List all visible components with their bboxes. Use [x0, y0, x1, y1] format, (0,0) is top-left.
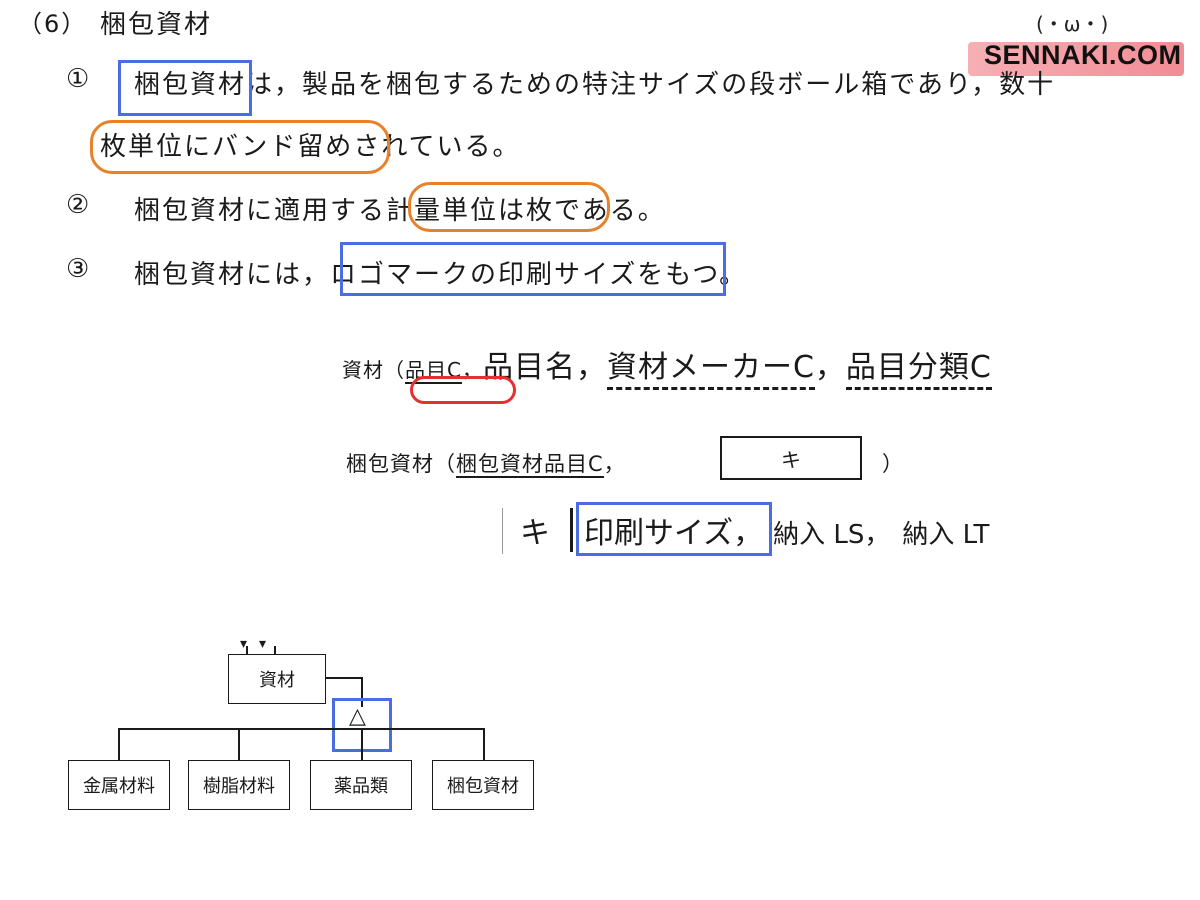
branch-2	[238, 728, 240, 760]
watermark-kaomoji: (・ω・)	[1036, 12, 1109, 36]
schema-shizai-name: 資材	[342, 358, 384, 382]
branch-1	[118, 728, 120, 760]
watermark-banner	[968, 42, 1184, 76]
branch-4	[483, 728, 485, 760]
arrow-stem-1	[246, 646, 248, 654]
schema-konpo: 梱包資材（梱包資材品目C，	[346, 448, 626, 478]
schema-shizai-open: （	[384, 358, 405, 382]
item1-line1: 梱包資材は，製品を梱包するための特注サイズの段ボール箱であり，数十	[134, 64, 1055, 101]
answer-print-size: 印刷サイズ，	[584, 516, 764, 551]
blank-ki-label: キ	[781, 447, 801, 472]
link-h	[326, 677, 362, 679]
entity-shizai: 資材	[228, 654, 326, 704]
highlight-item1-bundle	[90, 120, 390, 174]
highlight-answer-print-size	[576, 502, 772, 556]
answer-attrs: 印刷サイズ， 納入 LS， 納入 LT	[584, 508, 989, 552]
item3-logo-size: ロゴマークの印刷サイズを	[330, 260, 666, 290]
section-number: （6）	[18, 10, 88, 38]
answer-ls: 納入 LS，	[773, 520, 891, 550]
schema-shizai-attr3: 品目分類C	[845, 350, 992, 390]
schema-konpo-open: （	[434, 452, 456, 476]
entity-resin-label: 樹脂材料	[203, 776, 275, 797]
item3-tail: もつ。	[665, 260, 748, 290]
blank-ki-box: キ	[720, 436, 862, 480]
schema-konpo-name: 梱包資材	[346, 452, 434, 476]
watermark-logo: SENNAKI.COM	[984, 40, 1182, 70]
branch-bar	[118, 728, 484, 730]
entity-metal-label: 金属材料	[83, 776, 155, 797]
schema-konpo-close: ）	[882, 452, 903, 476]
item3-a: 梱包資材には，	[134, 260, 331, 290]
entity-packaging-label: 梱包資材	[447, 776, 519, 797]
answer-left-rule	[502, 508, 503, 554]
entity-shizai-label: 資材	[259, 670, 295, 691]
schema-shizai-attr2: 資材メーカーC	[606, 350, 815, 390]
entity-chemical: 薬品類	[310, 760, 412, 810]
entity-resin: 樹脂材料	[188, 760, 290, 810]
item3-line: 梱包資材には，ロゴマークの印刷サイズをもつ。	[134, 254, 747, 291]
schema-shizai-sep2: ，	[814, 350, 846, 385]
item-marker-2: ②	[66, 190, 92, 220]
answer-divider	[570, 508, 573, 552]
item1-bundle: 枚単位にバンド留め	[100, 132, 354, 162]
schema-konpo-key: 梱包資材品目C	[456, 452, 604, 478]
highlight-item3-logo-size	[340, 242, 726, 296]
answer-lt: 納入 LT	[902, 520, 990, 550]
link-v	[361, 677, 363, 707]
item-marker-3: ③	[66, 254, 92, 284]
entity-chemical-label: 薬品類	[334, 776, 388, 797]
section-title: 梱包資材	[100, 10, 213, 40]
item1-desc: は，製品を梱包するための特注サイズの段ボール箱であり，数十	[246, 70, 1056, 100]
entity-metal: 金属材料	[68, 760, 170, 810]
entity-packaging: 梱包資材	[432, 760, 534, 810]
arrow-stem-2	[274, 646, 276, 654]
highlight-item2-unit	[408, 182, 610, 232]
item1-subject: 梱包資材	[134, 70, 247, 100]
schema-konpo-sep: ，	[603, 452, 626, 476]
answer-label: キ	[520, 516, 550, 551]
branch-3	[361, 728, 363, 760]
highlight-item1-subject	[118, 60, 252, 116]
item2-a: 梱包資材に適用する	[134, 196, 387, 226]
item-marker-1: ①	[66, 64, 92, 94]
generalization-symbol: △	[349, 704, 366, 729]
schema-shizai: 資材（品目C，品目名，資材メーカーC，品目分類C	[342, 342, 992, 390]
highlight-shizai-key	[410, 376, 516, 404]
